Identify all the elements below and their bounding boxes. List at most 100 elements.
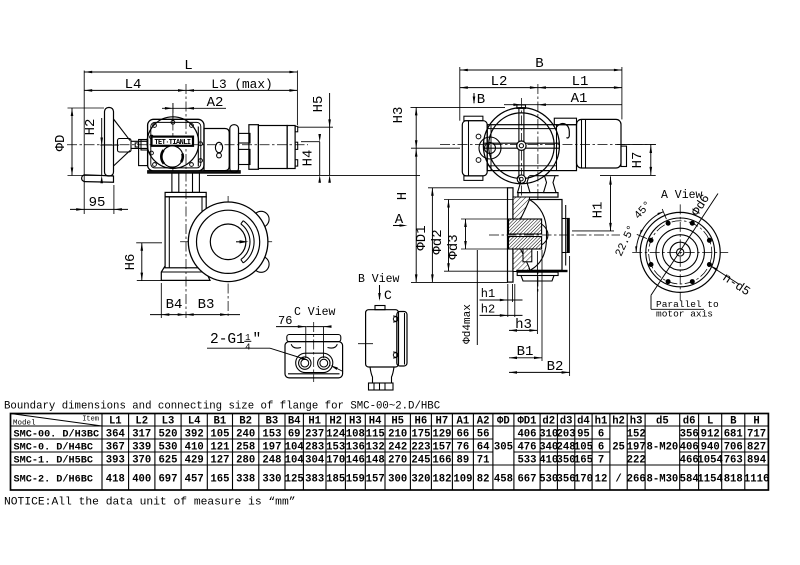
svg-text:1054: 1054 <box>697 454 723 466</box>
svg-text:476: 476 <box>517 441 536 453</box>
svg-text:530: 530 <box>539 473 558 485</box>
svg-text:356: 356 <box>557 473 576 485</box>
svg-text:H5: H5 <box>311 96 327 113</box>
svg-text:SMC-0. D/H4BC: SMC-0. D/H4BC <box>14 441 93 453</box>
svg-text:108: 108 <box>346 428 365 440</box>
svg-text:SMC-2. D/H6BC: SMC-2. D/H6BC <box>14 473 93 485</box>
svg-text:L2: L2 <box>491 74 508 90</box>
svg-text:B2: B2 <box>547 359 564 375</box>
svg-text:Model: Model <box>13 420 36 428</box>
svg-text:115: 115 <box>366 428 385 440</box>
svg-text:8-M30: 8-M30 <box>647 473 679 485</box>
svg-text:82: 82 <box>477 473 490 485</box>
svg-text:L1: L1 <box>109 416 122 428</box>
svg-text:1154: 1154 <box>697 473 723 485</box>
svg-text:310: 310 <box>539 428 558 440</box>
svg-text:400: 400 <box>132 473 151 485</box>
svg-text:148: 148 <box>366 454 385 466</box>
svg-text:89: 89 <box>457 454 470 466</box>
svg-text:H2: H2 <box>83 119 99 136</box>
svg-text:706: 706 <box>724 441 743 453</box>
svg-text:197: 197 <box>262 441 281 453</box>
svg-text:Item: Item <box>82 416 99 424</box>
svg-text:H7: H7 <box>436 416 449 428</box>
svg-text:B: B <box>477 92 485 108</box>
svg-text:406: 406 <box>517 428 536 440</box>
svg-text:305: 305 <box>494 441 513 453</box>
svg-text:625: 625 <box>158 454 177 466</box>
svg-text:B View: B View <box>358 273 400 286</box>
svg-text:520: 520 <box>158 428 177 440</box>
svg-text:h3: h3 <box>515 317 532 333</box>
svg-text:6: 6 <box>598 428 604 440</box>
svg-text:7: 7 <box>598 454 604 466</box>
svg-text:146: 146 <box>346 454 365 466</box>
svg-text:245: 245 <box>411 454 430 466</box>
svg-text:406: 406 <box>680 441 699 453</box>
svg-text:170: 170 <box>574 473 593 485</box>
svg-text:458: 458 <box>494 473 513 485</box>
svg-text:ΦD: ΦD <box>53 135 69 152</box>
svg-text:4: 4 <box>245 343 250 353</box>
svg-text:L4: L4 <box>188 416 201 428</box>
svg-text:222: 222 <box>627 454 646 466</box>
svg-text:248: 248 <box>557 441 576 453</box>
svg-text:157: 157 <box>432 441 451 453</box>
svg-text:69: 69 <box>288 428 301 440</box>
svg-text:367: 367 <box>106 441 125 453</box>
svg-text:95: 95 <box>577 428 590 440</box>
svg-text:22.5°: 22.5° <box>614 224 639 259</box>
svg-text:818: 818 <box>724 473 743 485</box>
svg-text:129: 129 <box>432 428 451 440</box>
svg-text:ΦD1: ΦD1 <box>414 225 430 250</box>
svg-text:H1: H1 <box>308 416 321 428</box>
svg-text:258: 258 <box>236 441 255 453</box>
svg-text:410: 410 <box>539 454 558 466</box>
svg-text:B1: B1 <box>517 344 534 360</box>
svg-text:330: 330 <box>262 473 281 485</box>
svg-text:152: 152 <box>627 428 646 440</box>
svg-text:H4: H4 <box>369 416 382 428</box>
svg-text:NOTICE:All the data unit of me: NOTICE:All the data unit of measure is “… <box>4 496 296 508</box>
svg-text:L3: L3 <box>162 416 175 428</box>
svg-text:H6: H6 <box>123 254 139 271</box>
svg-text:153: 153 <box>262 428 281 440</box>
svg-text:8-M20: 8-M20 <box>647 441 679 453</box>
svg-text:H6: H6 <box>415 416 428 428</box>
svg-text:95: 95 <box>89 195 106 211</box>
svg-text:912: 912 <box>701 428 720 440</box>
svg-text:466: 466 <box>680 454 699 466</box>
svg-text:ΦD: ΦD <box>497 416 510 428</box>
svg-text:L4: L4 <box>125 77 142 93</box>
svg-text:418: 418 <box>106 473 125 485</box>
svg-text:h2: h2 <box>481 303 495 317</box>
svg-text:L1: L1 <box>572 74 589 90</box>
svg-text:393: 393 <box>106 454 125 466</box>
svg-text:d4: d4 <box>577 416 590 428</box>
svg-text:SMC-1. D/H5BC: SMC-1. D/H5BC <box>14 454 93 466</box>
svg-text:356: 356 <box>680 428 699 440</box>
svg-text:H2: H2 <box>329 416 342 428</box>
svg-text:240: 240 <box>236 428 255 440</box>
svg-text:L3 (max): L3 (max) <box>211 77 272 92</box>
svg-text:280: 280 <box>236 454 255 466</box>
svg-text:12: 12 <box>595 473 608 485</box>
svg-text:d2: d2 <box>542 416 555 428</box>
svg-text:136: 136 <box>346 441 365 453</box>
svg-text:A1: A1 <box>571 91 588 107</box>
svg-text:457: 457 <box>185 473 204 485</box>
svg-text:d5: d5 <box>656 416 669 428</box>
svg-text:L: L <box>707 416 713 428</box>
svg-text:165: 165 <box>210 473 229 485</box>
svg-text:H: H <box>753 416 759 428</box>
svg-text:H7: H7 <box>630 152 646 169</box>
svg-text:/: / <box>615 473 621 485</box>
svg-text:530: 530 <box>158 441 177 453</box>
svg-text:339: 339 <box>132 441 151 453</box>
svg-text:127: 127 <box>210 454 229 466</box>
svg-text:n-d5: n-d5 <box>720 271 753 299</box>
svg-text:210: 210 <box>388 428 407 440</box>
svg-text:320: 320 <box>411 473 430 485</box>
svg-text:motor axis: motor axis <box>656 309 713 320</box>
svg-text:Φd2: Φd2 <box>430 229 446 254</box>
